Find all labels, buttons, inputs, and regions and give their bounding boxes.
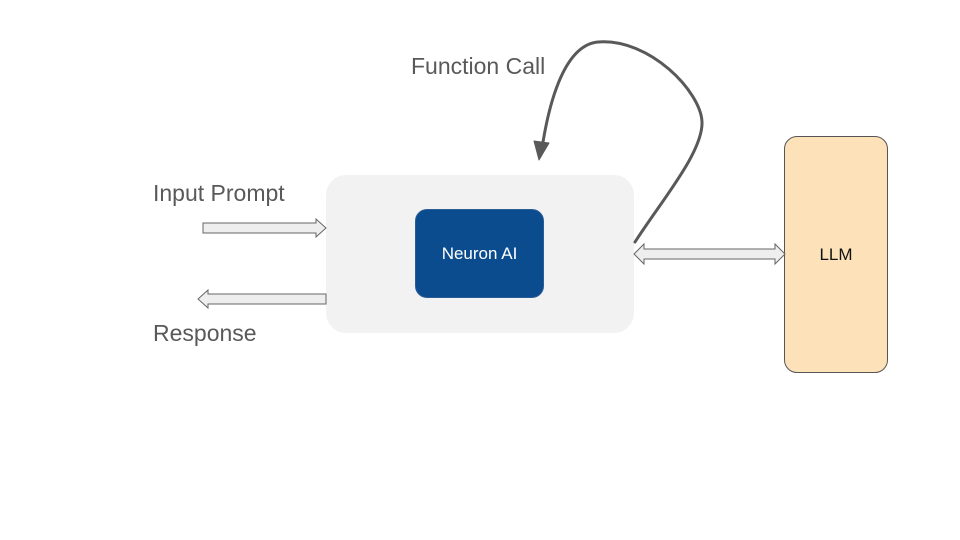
neuron-ai-label: Neuron AI: [441, 243, 518, 263]
function-call-arrow: [541, 40, 704, 244]
function-call-arrowhead: [533, 140, 550, 161]
llm-link-arrow: [633, 242, 786, 266]
llm-label: LLM: [819, 244, 853, 264]
neuron-ai-node: Neuron AI: [415, 209, 544, 298]
response-label: Response: [153, 320, 257, 346]
response-arrow: [197, 288, 327, 310]
input-prompt-label: Input Prompt: [153, 180, 285, 206]
input-prompt-arrow: [202, 217, 327, 239]
function-call-label: Function Call: [411, 53, 546, 79]
llm-node: LLM: [784, 136, 888, 373]
